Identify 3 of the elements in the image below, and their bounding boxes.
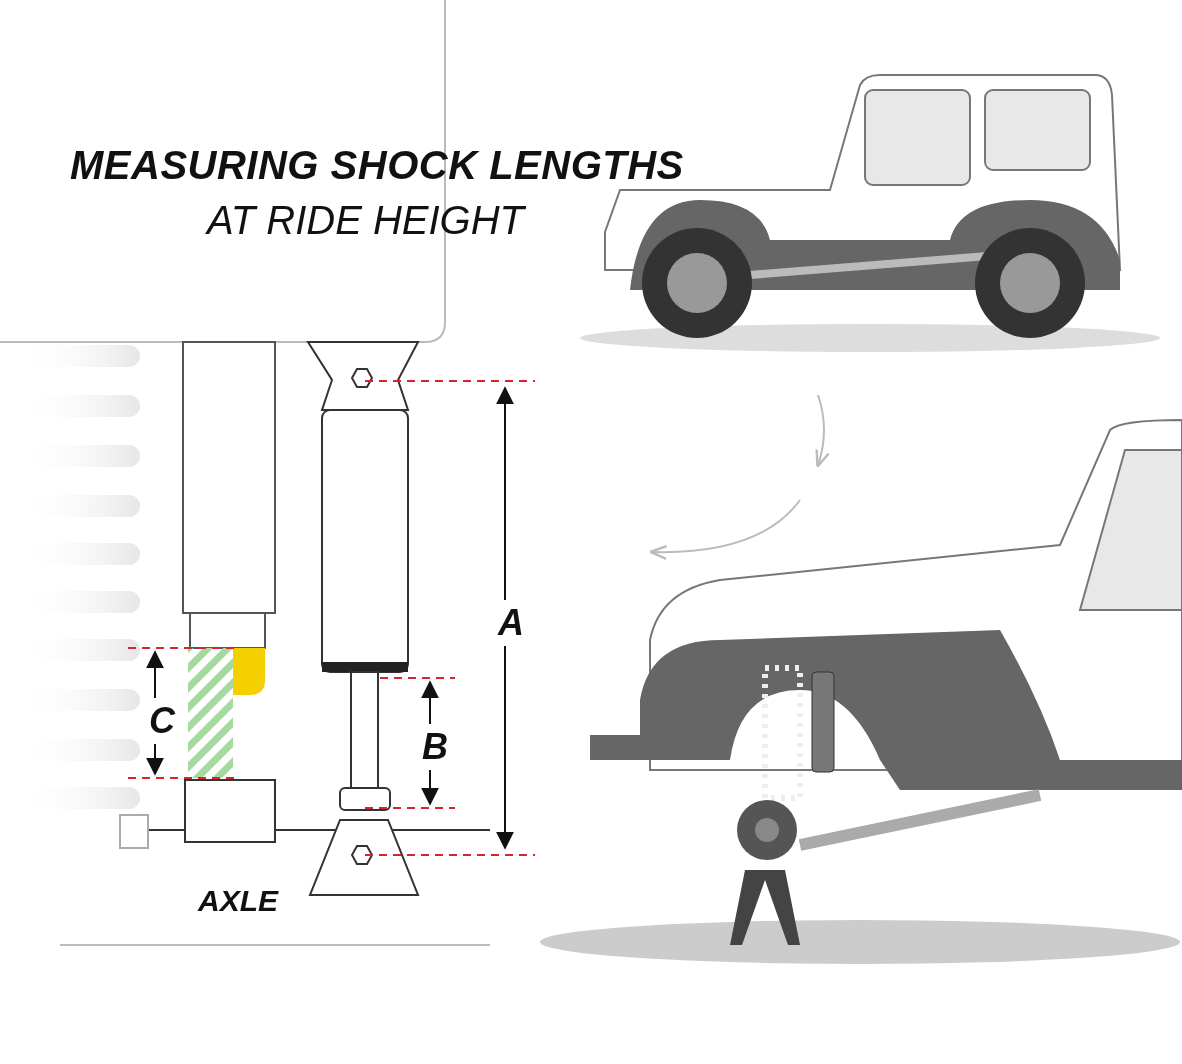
part-label: AXLE: [198, 884, 278, 918]
subtitle: AT RIDE HEIGHT: [207, 198, 525, 243]
title: MEASURING SHOCK LENGTHS: [70, 143, 684, 188]
